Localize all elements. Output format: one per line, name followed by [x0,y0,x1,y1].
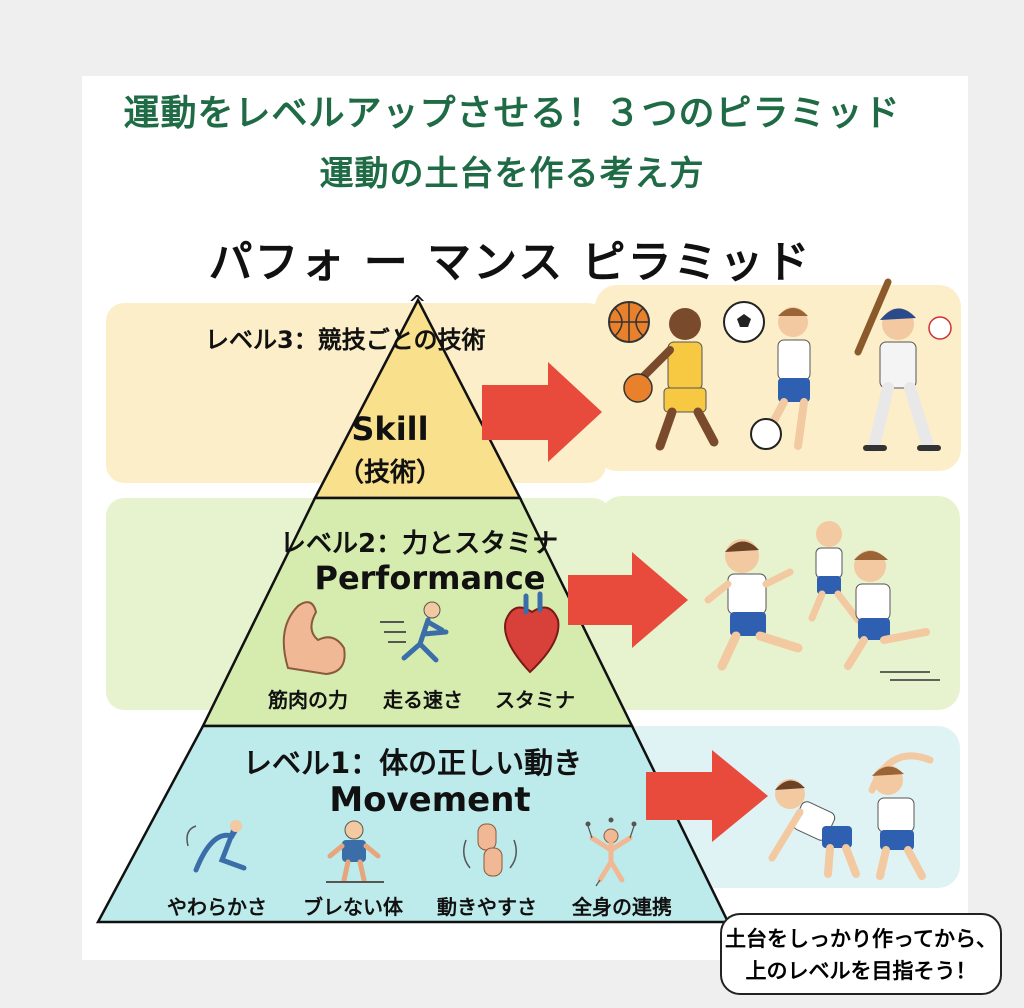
level1-label: レベル1：体の正しい動き [243,746,583,780]
arrow-level2 [568,552,688,648]
runner-icon [380,601,449,663]
level2-name: Performance [314,559,546,597]
level1-item-coordination: 全身の連携 [572,895,672,919]
flexibility-icon [186,820,247,873]
advice-note-line2: 上のレベルを目指そう！ [745,959,977,983]
level1-item-mobility: 動きやすさ [437,895,537,919]
advice-note: 土台をしっかり作ってから、 上のレベルを目指そう！ [720,913,1002,995]
pyramid-peak-mark: ^ [408,292,427,317]
level1-name: Movement [329,780,531,820]
heart-icon [504,591,560,674]
level3-name-jp: （技術） [337,458,442,488]
pyramid-title: パフォ ー マンス ピラミッド [208,237,812,288]
advice-note-line1: 土台をしっかり作ってから、 [725,927,997,951]
stretching-girl-icon [868,752,934,880]
arrow-level1 [646,750,768,842]
level1-item-stability: ブレない体 [303,895,403,919]
core-stability-icon [326,820,384,883]
running-boy-icon [704,539,803,671]
level2-item-stamina: スタミナ [495,688,575,712]
full-body-coordination-icon [585,817,637,887]
level2-label: レベル2：力とスタミナ [280,529,559,559]
running-girl-icon [844,550,940,681]
level2-item-muscle: 筋肉の力 [268,688,348,712]
flexed-arm-icon [282,601,346,676]
page-subtitle: 運動の土台を作る考え方 [319,154,705,194]
knee-joint-icon [463,823,517,877]
arrow-level3 [482,362,602,462]
level1-item-flexibility: やわらかさ [167,895,267,919]
running-child-icon [808,521,862,624]
basketball-player-icon [623,308,719,451]
level3-name: Skill [351,410,429,448]
basketball-icon [608,301,650,343]
baseball-player-icon [854,278,952,452]
stretching-boy-icon [768,779,860,878]
soccer-ball-icon [723,301,765,343]
page-title: 運動をレベルアップさせる！３つのピラミッド [123,93,901,134]
level2-item-speed: 走る速さ [383,688,463,712]
soccer-player-icon [750,307,811,450]
level3-label: レベル3：競技ごとの技術 [205,326,486,354]
